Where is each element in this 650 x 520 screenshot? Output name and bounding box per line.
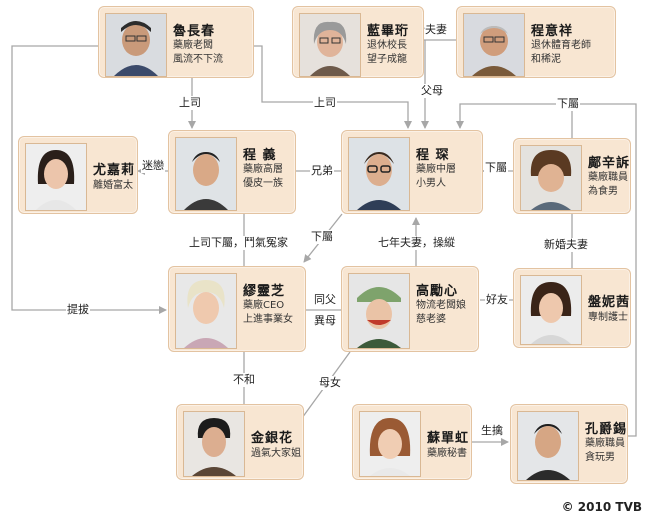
character-node-you-jiali[interactable]: 尤嘉莉 離婚富太 bbox=[18, 136, 138, 214]
portrait-you-jiali bbox=[25, 143, 87, 211]
character-desc-line: 離婚富太 bbox=[93, 180, 133, 191]
character-node-cheng-yixiang[interactable]: 程意祥 退休體育老師和稀泥 bbox=[456, 6, 616, 78]
character-name: 蘇單虹 bbox=[427, 431, 470, 446]
copyright-notice: © 2010 TVB bbox=[561, 500, 642, 514]
label-newlyweds: 新婚夫妻 bbox=[543, 238, 589, 252]
character-node-jin-yinhua[interactable]: 金銀花 過氣大家姐 bbox=[176, 404, 304, 480]
label-discord: 不和 bbox=[232, 373, 256, 387]
character-desc-line: 慈老婆 bbox=[416, 314, 446, 325]
label-boss-1: 上司 bbox=[178, 96, 202, 110]
label-half-sisters-2: 異母 bbox=[313, 314, 337, 328]
portrait-cheng-yi bbox=[175, 137, 237, 211]
label-half-sisters-1: 同父 bbox=[313, 293, 337, 307]
label-infatuated: 迷戀 bbox=[141, 159, 165, 173]
character-desc-line: 風流不下流 bbox=[173, 54, 223, 65]
portrait-lu-changchun bbox=[105, 13, 167, 77]
character-desc-line: 過氣大家姐 bbox=[251, 448, 301, 459]
character-desc-line: 藥廠老闆 bbox=[173, 40, 213, 51]
portrait-kong-juexi bbox=[517, 411, 579, 481]
character-desc-line: 藥廠職員 bbox=[585, 438, 625, 449]
character-desc-line: 藥廠中層 bbox=[416, 164, 456, 175]
character-node-lan-huaxi[interactable]: 藍畢珩 退休校長望子成龍 bbox=[292, 6, 424, 78]
character-desc-line: 望子成龍 bbox=[367, 54, 407, 65]
label-subordinate-miu: 下屬 bbox=[310, 230, 334, 244]
label-catch: 生擒 bbox=[480, 424, 504, 438]
character-node-cheng-yi[interactable]: 程 義 藥廠高層優皮一族 bbox=[168, 130, 296, 214]
character-name: 盤妮茜 bbox=[588, 295, 631, 310]
character-name: 孔爵錫 bbox=[585, 422, 628, 437]
portrait-jin-yinhua bbox=[183, 411, 245, 477]
character-desc-line: 為食男 bbox=[588, 186, 618, 197]
character-node-kuang-xinsu[interactable]: 鄺辛訴 藥廠職員為食男 bbox=[513, 138, 631, 214]
character-desc-line: 藥廠秘書 bbox=[427, 448, 467, 459]
character-desc-line: 專制護士 bbox=[588, 312, 628, 323]
character-name: 鄺辛訴 bbox=[588, 156, 631, 171]
label-seven-year-couple: 七年夫妻，操縱 bbox=[377, 236, 456, 250]
character-node-pan-niqian[interactable]: 盤妮茜 專制護士 bbox=[513, 268, 631, 348]
character-desc-line: 藥廠高層 bbox=[243, 164, 283, 175]
line-boss-lu-chengshen bbox=[254, 45, 412, 129]
character-name: 藍畢珩 bbox=[367, 24, 410, 39]
character-desc-line: 小男人 bbox=[416, 178, 446, 189]
character-name: 程 義 bbox=[243, 148, 277, 163]
character-node-cheng-shen[interactable]: 程 琛 藥廠中層小男人 bbox=[341, 130, 483, 214]
character-desc-line: 優皮一族 bbox=[243, 178, 283, 189]
character-node-gao-xunxin[interactable]: 高勵心 物流老闆娘慈老婆 bbox=[341, 266, 479, 352]
character-desc-line: 和稀泥 bbox=[531, 54, 561, 65]
label-subordinate-top: 下屬 bbox=[556, 97, 580, 111]
character-name: 程意祥 bbox=[531, 24, 574, 39]
character-name: 程 琛 bbox=[416, 148, 450, 163]
line-subordinate-top bbox=[456, 103, 573, 138]
character-node-lu-changchun[interactable]: 魯長春 藥廠老闆風流不下流 bbox=[98, 6, 254, 78]
character-desc-line: 物流老闆娘 bbox=[416, 300, 466, 311]
portrait-cheng-yixiang bbox=[463, 13, 525, 77]
character-desc-line: 上進事業女 bbox=[243, 314, 293, 325]
label-brothers: 兄弟 bbox=[310, 164, 334, 178]
character-desc-line: 藥廠職員 bbox=[588, 172, 628, 183]
portrait-su-danhong bbox=[359, 411, 421, 477]
label-good-friends: 好友 bbox=[485, 293, 509, 307]
character-name: 尤嘉莉 bbox=[93, 163, 136, 178]
label-parents: 父母 bbox=[420, 84, 444, 98]
character-name: 金銀花 bbox=[251, 431, 294, 446]
character-name: 魯長春 bbox=[173, 24, 216, 39]
portrait-kuang-xinsu bbox=[520, 145, 582, 211]
portrait-cheng-shen bbox=[348, 137, 410, 211]
character-name: 高勵心 bbox=[416, 284, 459, 299]
portrait-pan-niqian bbox=[520, 275, 582, 345]
portrait-gao-xunxin bbox=[348, 273, 410, 349]
portrait-miu-lingzhi bbox=[175, 273, 237, 349]
character-node-kong-juexi[interactable]: 孔爵錫 藥廠職員貪玩男 bbox=[510, 404, 628, 484]
character-name: 繆靈芝 bbox=[243, 284, 286, 299]
character-desc-line: 藥廠CEO bbox=[243, 300, 285, 311]
label-promote: 提拔 bbox=[66, 303, 90, 317]
character-desc-line: 退休體育老師 bbox=[531, 40, 591, 51]
character-node-miu-lingzhi[interactable]: 繆靈芝 藥廠CEO 上進事業女 bbox=[168, 266, 306, 352]
character-node-su-danhong[interactable]: 蘇單虹 藥廠秘書 bbox=[352, 404, 472, 480]
character-desc-line: 貪玩男 bbox=[585, 452, 615, 463]
label-boss-2: 上司 bbox=[313, 96, 337, 110]
label-subordinate-kuang: 下屬 bbox=[484, 161, 508, 175]
label-mother-daughter: 母女 bbox=[318, 376, 342, 390]
character-desc-line: 退休校長 bbox=[367, 40, 407, 51]
label-boss-subordinate: 上司下屬，鬥氣冤家 bbox=[188, 236, 289, 250]
portrait-lan-huaxi bbox=[299, 13, 361, 77]
